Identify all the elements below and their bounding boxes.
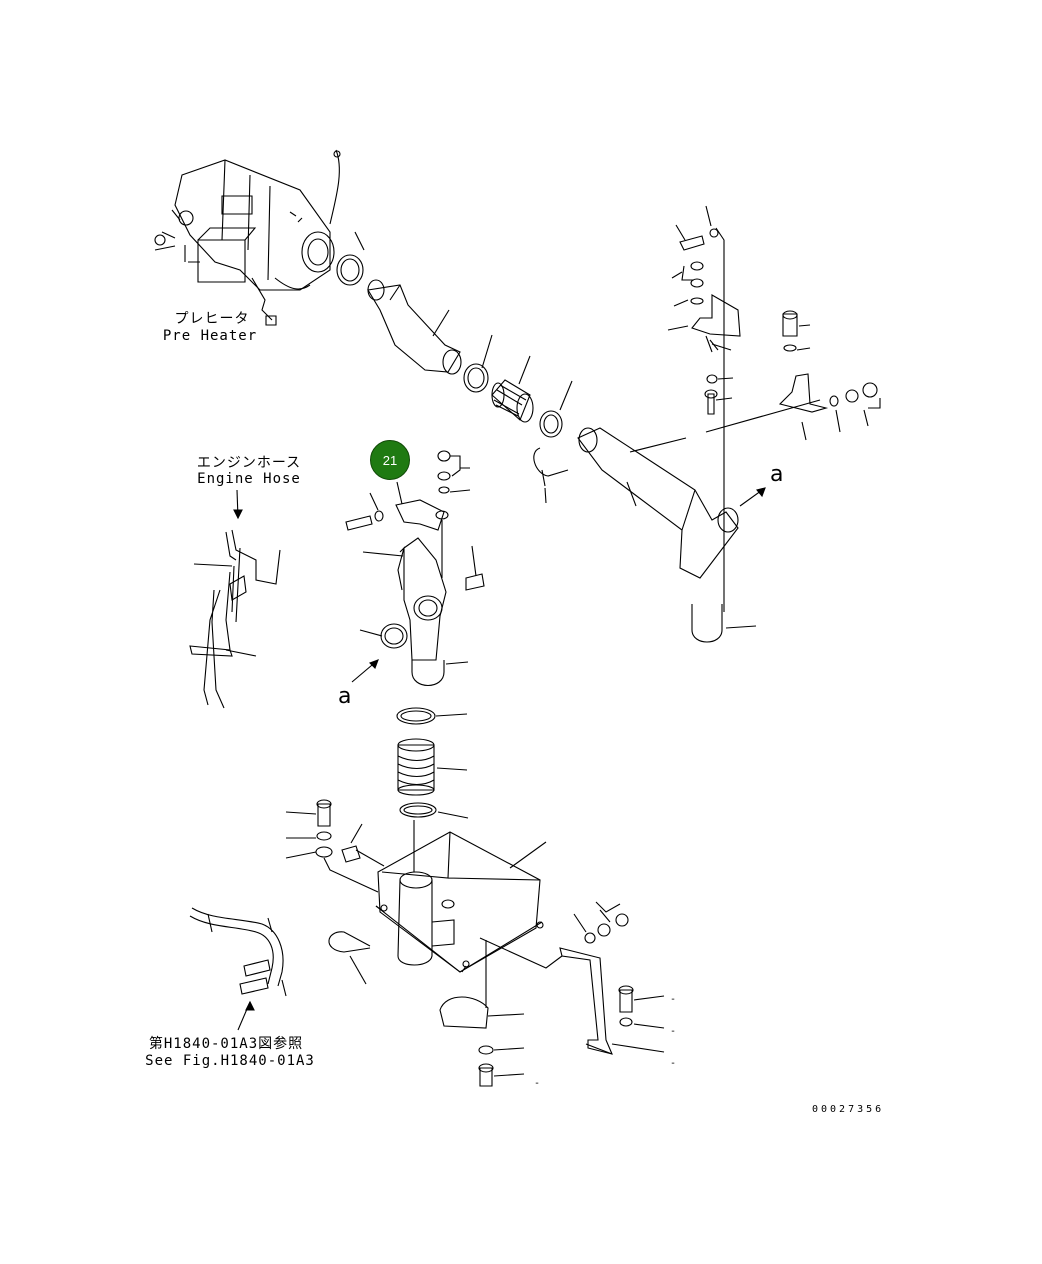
air-pipe-right [578,428,738,578]
bracket-hardware-far-right [706,311,880,440]
bracket-lower-right [480,938,664,1054]
engine-hose [190,530,280,708]
view-arrow-a-left: a [338,684,352,709]
air-cleaner-box [376,832,543,972]
figure-number: 00027356 [812,1104,885,1115]
bolt-washer-bottom [479,1046,524,1086]
u-bolt-center [412,660,444,686]
hose-clamp-2 [464,364,488,392]
dash-mark-3: - [670,1058,678,1069]
hardware-lower-left [286,800,332,858]
view-arrow-a-right: a [770,462,784,487]
preheater-label-jp: プレヒータ [174,311,250,327]
hose-clamp-6 [400,803,436,817]
see-fig-label-en: See Fig.H1840-01A3 [145,1053,315,1069]
engine-hose-label-jp: エンジンホース [196,455,302,471]
air-duct-upper [368,280,461,374]
dash-mark-4: - [534,1078,542,1089]
cover-lower [440,940,524,1028]
hose-clamp-3 [540,411,562,437]
part-callout-21[interactable]: 21 [370,440,410,480]
flex-hose-bellows [492,380,533,422]
bolt-washer-center [346,493,383,530]
air-duct-vertical [398,538,446,660]
bracket-small-center [396,482,448,578]
hardware-lower-right [574,902,664,1028]
u-bolt-right [692,604,722,642]
see-fig-label-jp: 第H1840-01A3図参照 [148,1036,304,1052]
engine-hose-label-en: Engine Hose [197,471,301,487]
hose-clamp-1 [337,255,363,285]
hose-clamp-5 [397,708,435,724]
dash-mark-1: - [670,994,678,1005]
bracket-hardware-right [668,206,740,612]
nuts-center [438,451,470,493]
dash-mark-2: - [670,1026,678,1037]
wiring-harness [190,908,286,996]
drain-valve [342,824,384,866]
preheater-label-en: Pre Heater [162,328,258,344]
pre-heater-unit [155,150,340,325]
flex-hose-bellows-lower [398,739,434,795]
u-bolt-lower [329,932,370,952]
